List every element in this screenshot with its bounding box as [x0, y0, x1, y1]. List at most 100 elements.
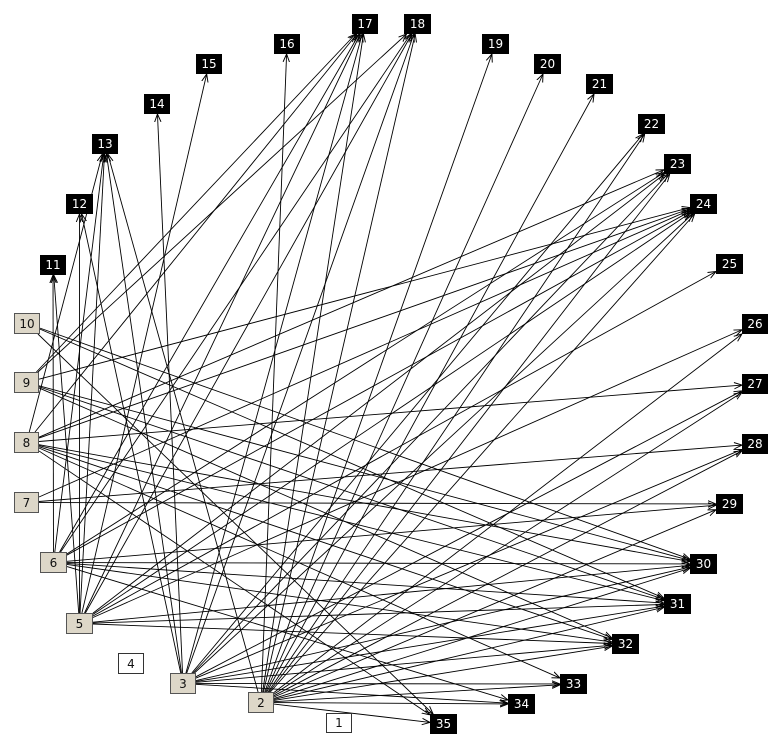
- edge-5-to-26: [92, 330, 742, 618]
- edge-9-to-31: [38, 386, 664, 600]
- edge-2-to-34: [273, 703, 508, 704]
- edge-6-to-17: [59, 34, 360, 553]
- edge-10-to-35: [37, 333, 433, 714]
- node-7: 7: [14, 492, 39, 513]
- node-28: 28: [742, 434, 768, 454]
- edge-3-to-14: [157, 114, 183, 674]
- node-12: 12: [66, 194, 93, 214]
- edge-3-to-34: [195, 683, 508, 703]
- node-11: 11: [40, 255, 66, 275]
- node-13: 13: [92, 134, 118, 154]
- edge-8-to-33: [38, 447, 560, 678]
- edge-2-to-29: [273, 510, 716, 698]
- edge-5-to-24: [92, 213, 690, 615]
- node-3: 3: [170, 673, 196, 694]
- edge-9-to-30: [38, 385, 690, 561]
- edge-3-to-31: [195, 606, 664, 682]
- node-29: 29: [716, 494, 743, 514]
- edge-9-to-18: [37, 34, 407, 373]
- node-24: 24: [690, 194, 717, 214]
- node-20: 20: [534, 54, 561, 74]
- edge-2-to-23: [268, 174, 670, 693]
- edge-5-to-23: [92, 174, 664, 614]
- edge-7-to-24: [38, 210, 690, 498]
- edge-3-to-17: [185, 34, 362, 674]
- node-8: 8: [14, 432, 39, 453]
- edge-3-to-18: [186, 34, 414, 674]
- node-19: 19: [482, 34, 509, 54]
- node-31: 31: [664, 594, 691, 614]
- edge-9-to-32: [38, 387, 612, 638]
- edge-2-to-28: [273, 451, 742, 697]
- edge-2-to-21: [266, 94, 594, 693]
- node-21: 21: [586, 74, 613, 94]
- edge-9-to-17: [36, 34, 355, 373]
- edge-3-to-24: [194, 214, 692, 674]
- node-4: 4: [118, 653, 144, 674]
- edge-6-to-23: [66, 173, 664, 555]
- edge-2-to-32: [273, 646, 612, 701]
- node-14: 14: [144, 94, 170, 114]
- edge-5-to-25: [92, 271, 716, 617]
- edge-8-to-17: [34, 34, 357, 433]
- edge-5-to-17: [84, 34, 361, 614]
- edge-5-to-11: [54, 275, 80, 614]
- node-17: 17: [352, 14, 378, 34]
- edge-6-to-31: [66, 562, 664, 603]
- edge-2-to-22: [267, 134, 645, 693]
- node-22: 22: [638, 114, 665, 134]
- edge-5-to-31: [92, 604, 664, 624]
- edge-6-to-13: [54, 154, 104, 553]
- edge-10-to-30: [39, 327, 690, 559]
- edge-3-to-27: [195, 391, 742, 678]
- node-1: 1: [326, 713, 352, 733]
- edge-2-to-13: [108, 154, 259, 693]
- edge-3-to-12: [82, 214, 182, 674]
- node-23: 23: [664, 154, 691, 174]
- node-25: 25: [716, 254, 743, 274]
- edge-3-to-22: [191, 134, 643, 674]
- edges-layer: [28, 34, 742, 722]
- edge-2-to-27: [273, 392, 742, 695]
- edge-5-to-32: [92, 623, 612, 643]
- node-30: 30: [690, 554, 717, 574]
- node-6: 6: [40, 552, 67, 573]
- edge-6-to-32: [66, 563, 612, 642]
- edge-2-to-16: [260, 54, 286, 693]
- edge-8-to-27: [38, 385, 742, 442]
- node-34: 34: [508, 694, 535, 714]
- edge-5-to-13: [79, 154, 104, 614]
- edge-2-to-33: [273, 685, 560, 703]
- edge-6-to-24: [66, 211, 690, 556]
- edge-8-to-23: [38, 170, 664, 438]
- node-5: 5: [66, 613, 93, 634]
- edge-8-to-30: [38, 444, 690, 562]
- edge-2-to-18: [262, 34, 415, 693]
- node-18: 18: [404, 14, 431, 34]
- edge-8-to-31: [38, 445, 664, 601]
- edge-8-to-24: [38, 209, 690, 439]
- edge-8-to-35: [38, 450, 430, 715]
- edge-2-to-19: [264, 54, 492, 693]
- edge-10-to-31: [39, 328, 664, 598]
- edge-8-to-32: [38, 446, 612, 640]
- edge-6-to-30: [66, 563, 690, 564]
- node-35: 35: [430, 714, 457, 734]
- edge-6-to-34: [66, 566, 508, 700]
- edge-3-to-13: [106, 154, 182, 674]
- edge-2-to-24: [269, 214, 694, 693]
- node-32: 32: [612, 634, 639, 654]
- edge-2-to-20: [265, 74, 543, 693]
- edge-7-to-28: [38, 445, 742, 502]
- edge-7-to-29: [38, 503, 716, 504]
- node-15: 15: [196, 54, 222, 74]
- node-26: 26: [742, 314, 768, 334]
- node-9: 9: [14, 372, 39, 393]
- node-2: 2: [248, 692, 274, 713]
- edge-3-to-30: [195, 567, 690, 681]
- edge-9-to-24: [38, 208, 690, 380]
- edge-5-to-15: [81, 74, 207, 614]
- edge-3-to-23: [192, 174, 668, 674]
- node-16: 16: [274, 34, 300, 54]
